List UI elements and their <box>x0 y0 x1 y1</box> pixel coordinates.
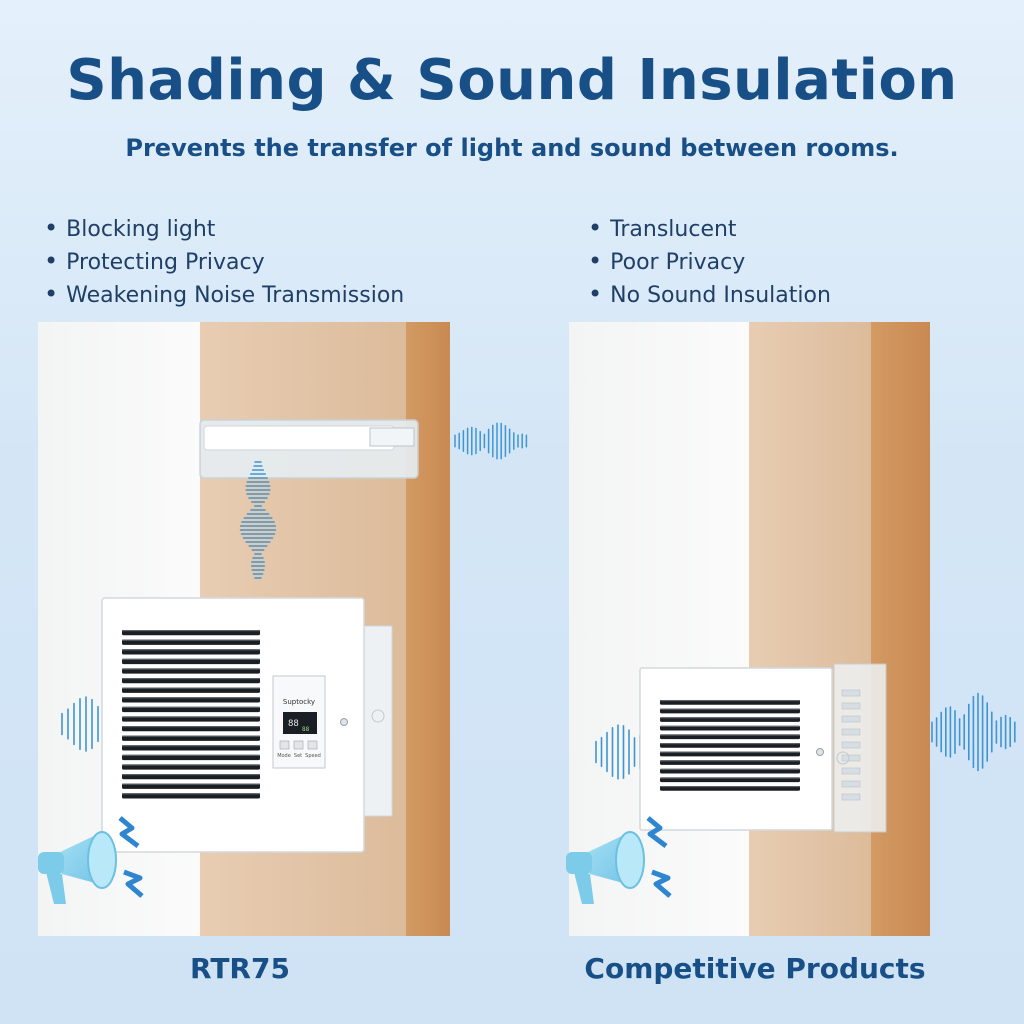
competitor-label: Competitive Products <box>584 952 926 985</box>
megaphone-icon <box>566 816 672 904</box>
device-mode-label: Mode <box>277 753 291 759</box>
megaphone-icon <box>38 816 144 904</box>
rtr75-label: RTR75 <box>190 952 290 985</box>
competitor-grille <box>660 700 800 791</box>
competitor-wall-illustration <box>569 322 930 936</box>
white-wall <box>569 322 749 936</box>
competitor-feature-list: Translucent Poor Privacy No Sound Insula… <box>588 212 831 311</box>
feature-item: Protecting Privacy <box>44 245 404 278</box>
light-fixture-icon <box>199 419 419 479</box>
light-sound-beam-icon <box>239 461 277 579</box>
device-brand: Suptocky <box>283 698 315 706</box>
page-title: Shading & Sound Insulation <box>66 48 958 113</box>
sound-wave-icon <box>454 422 528 460</box>
feature-item: Blocking light <box>44 212 404 245</box>
device-speed-label: Speed <box>305 753 321 759</box>
rtr75-grille <box>122 630 260 799</box>
page-subtitle: Prevents the transfer of light and sound… <box>125 134 899 162</box>
feature-item: Translucent <box>588 212 831 245</box>
feature-item: Weakening Noise Transmission <box>44 278 404 311</box>
rtr75-device: Suptocky 88 88 Mode Set Speed <box>101 597 393 853</box>
sound-wave-icon <box>931 692 1016 772</box>
device-display-left: 88 <box>288 719 299 729</box>
device-display-right: 88 <box>302 726 310 733</box>
rtr75-feature-list: Blocking light Protecting Privacy Weaken… <box>44 212 404 311</box>
wall-edge <box>871 322 930 936</box>
competitor-damper-fins <box>841 689 861 801</box>
wooden-wall <box>749 322 871 936</box>
competitor-device <box>639 663 887 833</box>
feature-item: Poor Privacy <box>588 245 831 278</box>
device-set-label: Set <box>294 753 302 759</box>
feature-item: No Sound Insulation <box>588 278 831 311</box>
